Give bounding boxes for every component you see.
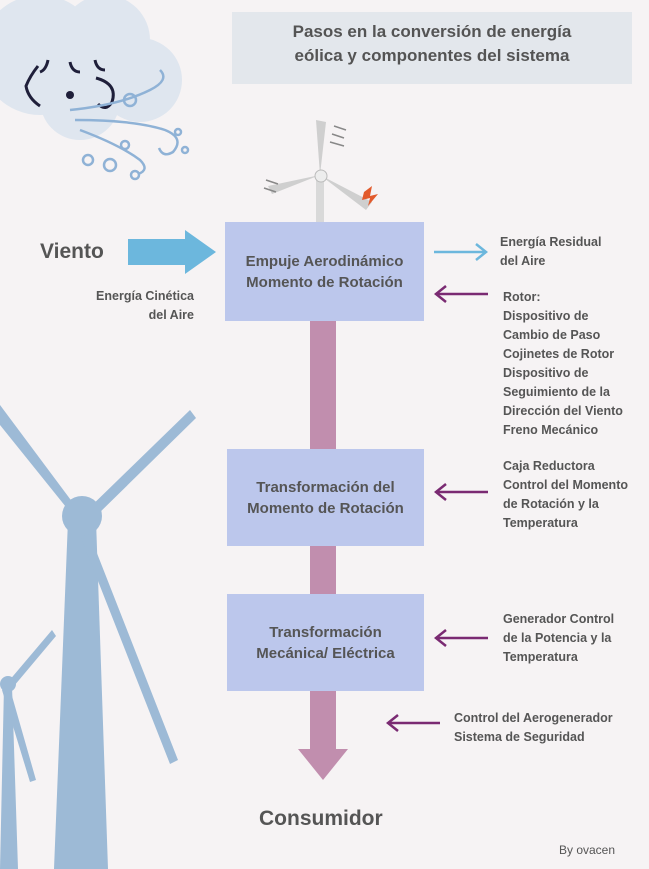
title-box bbox=[232, 12, 632, 84]
small-turbine-icon bbox=[0, 630, 56, 869]
control-in-arrow bbox=[385, 714, 440, 732]
control-label: Control del Aerogenerador Sistema de Seg… bbox=[454, 711, 613, 744]
aerodynamic-thrust-box: Empuje Aerodinámico Momento de Rotación bbox=[225, 222, 424, 321]
consumer-label: Consumidor bbox=[259, 807, 383, 830]
wind-label: Viento bbox=[40, 240, 104, 263]
residual-out-arrow bbox=[434, 243, 489, 261]
diagram-title: Pasos en la conversión de energía eólica… bbox=[292, 22, 572, 65]
flow-shaft bbox=[310, 321, 336, 449]
gearbox-in-arrow bbox=[433, 483, 488, 501]
flow-shaft bbox=[310, 546, 336, 594]
wind-input-arrow bbox=[128, 230, 216, 274]
torque-transformation-box: Transformación del Momento de Rotación bbox=[227, 449, 424, 546]
wind-swirl-icon bbox=[69, 69, 190, 181]
flow-output-arrowhead bbox=[298, 749, 348, 780]
flow-shaft bbox=[310, 691, 336, 749]
rotor-in-arrow bbox=[433, 285, 488, 303]
credit-text: By ovacen bbox=[559, 843, 616, 857]
residual-energy-label: Energía Residual del Aire bbox=[500, 235, 602, 268]
kinetic-energy-label: Energía Cinética del Aire bbox=[96, 289, 194, 322]
gearbox-label: Caja Reductora Control del Momento de Ro… bbox=[503, 459, 628, 530]
lightning-icon bbox=[362, 186, 378, 206]
generator-label: Generador Control de la Potencia y la Te… bbox=[503, 612, 615, 664]
wind-turbine-icon bbox=[263, 120, 378, 224]
rotor-components-label: Rotor: Dispositivo de Cambio de Paso Coj… bbox=[503, 290, 623, 437]
large-turbine-icon bbox=[0, 405, 196, 869]
generator-in-arrow bbox=[433, 629, 488, 647]
mechanical-electrical-box: Transformación Mecánica/ Eléctrica bbox=[227, 594, 424, 691]
